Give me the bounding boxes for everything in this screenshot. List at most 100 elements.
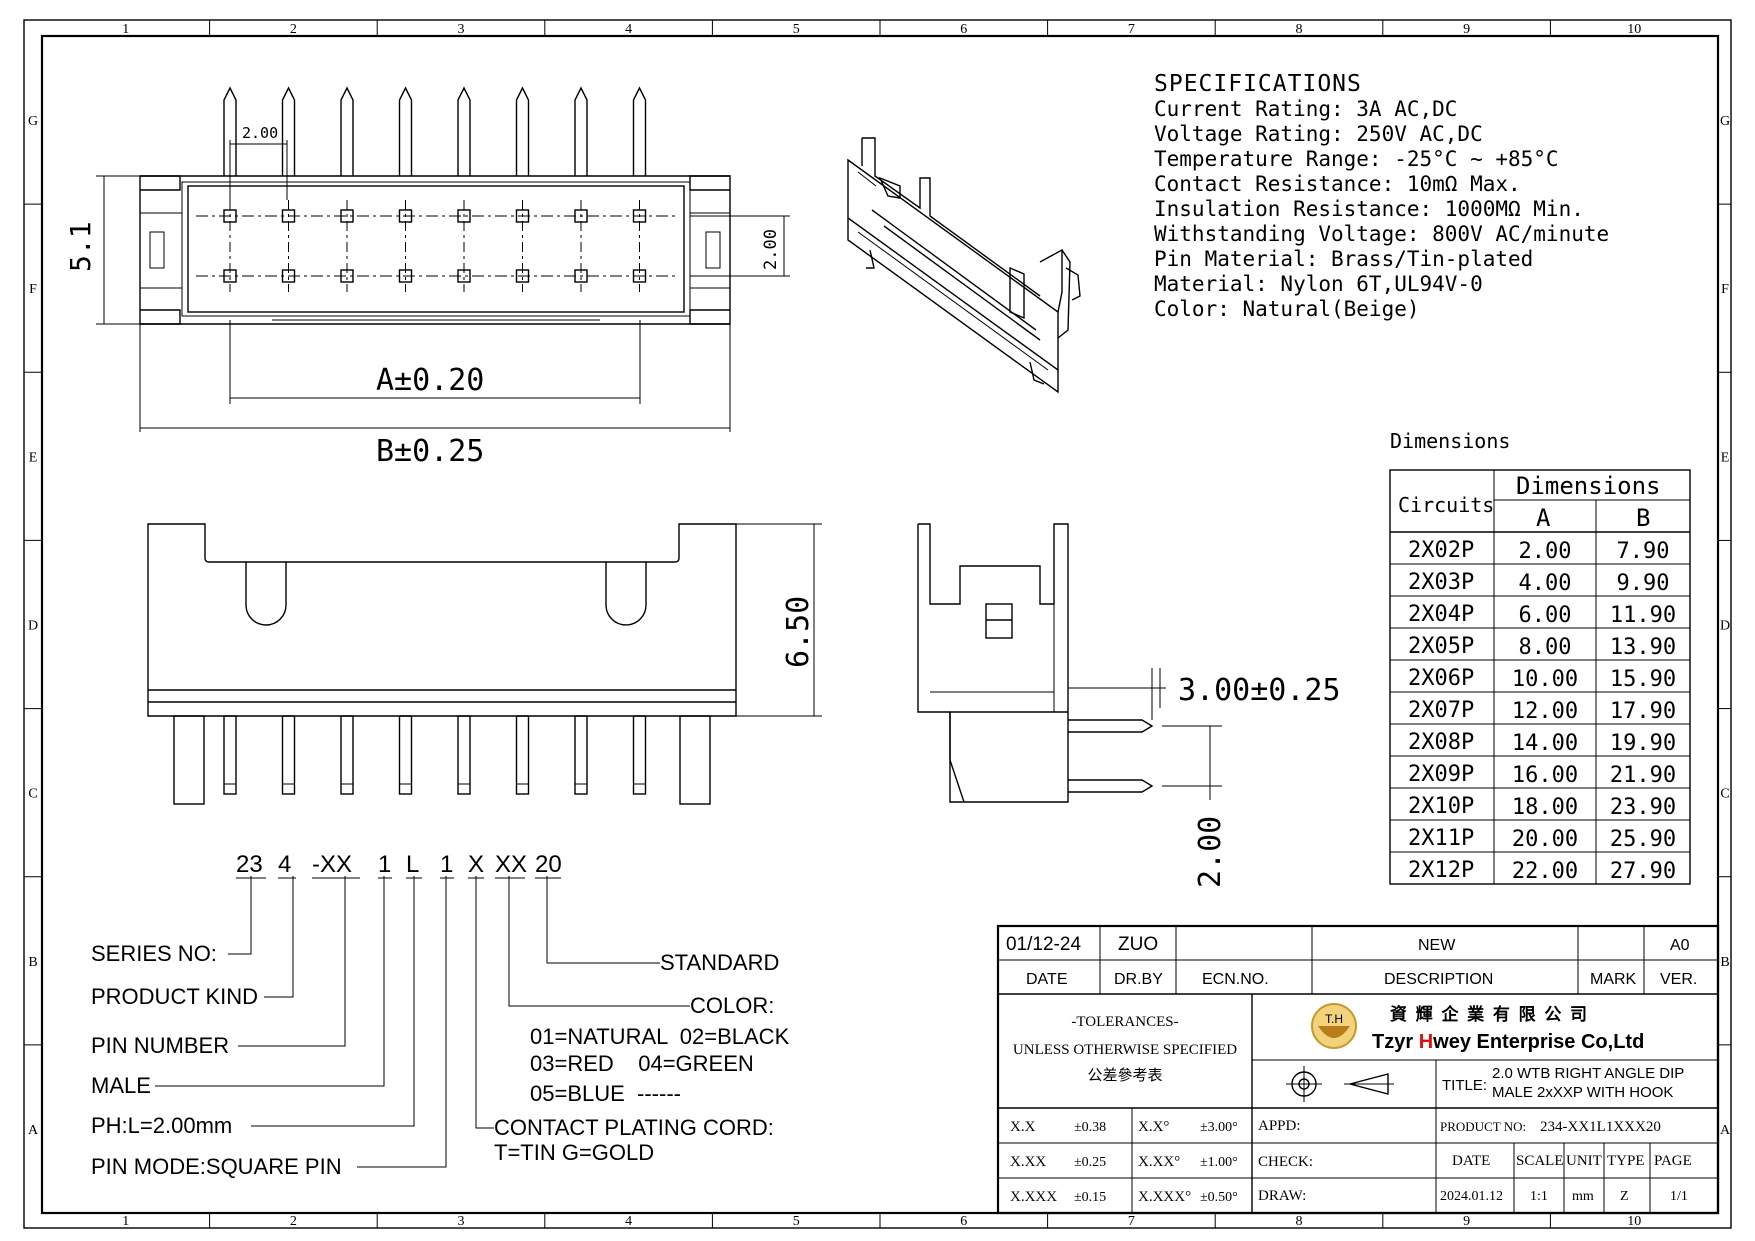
label-color: COLOR:	[690, 993, 774, 1018]
tol-angle-value: ±3.00°	[1200, 1120, 1238, 1135]
h-type: TYPE	[1607, 1153, 1645, 1169]
color-options-2: 03=RED 04=GREEN	[530, 1051, 754, 1076]
zone-row-l: C	[28, 787, 37, 802]
pin-top	[398, 86, 413, 176]
code-segment: 20	[535, 851, 562, 878]
zone-row-l: A	[28, 1123, 39, 1138]
rev-desc: NEW	[1418, 937, 1456, 954]
dim-row-a: 6.00	[1519, 603, 1572, 628]
dim-b-label: B±0.25	[376, 434, 484, 469]
h-date: DATE	[1452, 1153, 1490, 1169]
spec-heading: SPECIFICATIONS	[1154, 71, 1362, 97]
label-male: MALE	[91, 1073, 151, 1098]
tol-value: ±0.15	[1074, 1190, 1106, 1205]
check-label: CHECK:	[1258, 1154, 1313, 1170]
dim-row-circuits: 2X04P	[1408, 602, 1474, 627]
tol-unless: UNLESS OTHERWISE SPECIFIED	[1013, 1042, 1237, 1058]
zone-col-bot: 2	[290, 1214, 297, 1229]
zone-col-top: 9	[1463, 22, 1470, 37]
label-plating: CONTACT PLATING CORD:	[494, 1115, 774, 1140]
company-name-en: Tzyr Hwey Enterprise Co,Ltd	[1372, 1031, 1644, 1053]
pin-front	[457, 715, 471, 795]
dim-row-b: 23.90	[1610, 795, 1676, 820]
spec-line: Color: Natural(Beige)	[1154, 297, 1420, 321]
color-options-1: 01=NATURAL 02=BLACK	[530, 1024, 790, 1049]
v-page: 1/1	[1670, 1189, 1688, 1204]
pin-square	[281, 209, 296, 223]
appd-label: APPD:	[1258, 1118, 1301, 1134]
pin-square	[457, 269, 471, 283]
zone-row-r: C	[1720, 787, 1729, 802]
tol-angle-value: ±1.00°	[1200, 1155, 1238, 1170]
pin-square	[398, 209, 413, 223]
dim-row-b: 27.90	[1610, 859, 1676, 884]
pin-front	[398, 715, 413, 795]
tol-angle-format: X.XXX°	[1138, 1189, 1191, 1205]
plating-options: T=TIN G=GOLD	[494, 1140, 654, 1165]
specifications-block: SPECIFICATIONS Current Rating: 3A AC,DCV…	[1154, 71, 1609, 321]
tol-angle-format: X.X°	[1138, 1119, 1169, 1135]
pin-front	[632, 715, 647, 795]
zone-col-bot: 10	[1627, 1214, 1641, 1229]
zone-col-bot: 4	[625, 1214, 632, 1229]
code-segment: -XX	[312, 851, 352, 878]
dim-row-b: 21.90	[1610, 763, 1676, 788]
zone-col-top: 7	[1128, 22, 1135, 37]
pin-square	[632, 209, 647, 223]
zone-col-bot: 6	[960, 1214, 967, 1229]
product-no: 234-XX1L1XXX20	[1540, 1119, 1661, 1135]
h-unit: UNIT	[1566, 1153, 1602, 1169]
zone-row-r: G	[1720, 114, 1730, 129]
code-segment: 23	[236, 851, 263, 878]
spec-line: Material: Nylon 6T,UL94V-0	[1154, 272, 1483, 296]
side-offset-label: 3.00±0.25	[1178, 673, 1341, 708]
zone-col-bot: 9	[1463, 1214, 1470, 1229]
zone-row-r: A	[1720, 1123, 1731, 1138]
col-dimensions: Dimensions	[1516, 472, 1661, 500]
dim-row-b: 9.90	[1617, 571, 1670, 596]
zone-col-bot: 7	[1128, 1214, 1135, 1229]
dim-row-circuits: 2X11P	[1408, 826, 1474, 851]
zone-col-bot: 1	[122, 1214, 129, 1229]
zone-col-top: 6	[960, 22, 967, 37]
zone-col-top: 1	[122, 22, 129, 37]
code-segment: 1	[440, 851, 453, 878]
zone-row-l: E	[29, 450, 38, 465]
code-segment: XX	[495, 851, 527, 878]
pin-square	[281, 269, 296, 283]
pin-top	[515, 86, 530, 176]
zone-row-r: D	[1720, 619, 1730, 634]
color-options-3: 05=BLUE ------	[530, 1081, 681, 1106]
spec-line: Pin Material: Brass/Tin-plated	[1154, 247, 1533, 271]
outer-frame	[23, 19, 1732, 1229]
v-unit: mm	[1572, 1189, 1594, 1204]
zone-row-r: B	[1720, 955, 1729, 970]
top-view: 2.00 2.00 5.1 A±0.20 B±0.25	[64, 86, 790, 469]
side-pitch-label: 2.00	[1193, 816, 1228, 888]
tol-angle-value: ±0.50°	[1200, 1190, 1238, 1205]
hdr-desc: DESCRIPTION	[1384, 971, 1493, 988]
hdr-mark: MARK	[1590, 971, 1637, 988]
dim-row-b: 11.90	[1610, 603, 1676, 628]
col-a: A	[1536, 504, 1551, 532]
v-type: Z	[1620, 1189, 1629, 1204]
pin-front	[223, 715, 237, 795]
zone-row-l: F	[29, 282, 37, 297]
rev-ver: A0	[1670, 937, 1690, 954]
label-standard: STANDARD	[660, 950, 779, 975]
zone-col-top: 5	[793, 22, 800, 37]
dim-a-label: A±0.20	[376, 363, 484, 398]
zone-col-bot: 8	[1296, 1214, 1303, 1229]
col-circuits: Circuits	[1398, 493, 1494, 517]
dim-row-b: 7.90	[1617, 539, 1670, 564]
title-block: 01/12-24 ZUO NEW A0 DATE DR.BY ECN.NO. D…	[996, 924, 1720, 1215]
dim-row-a: 12.00	[1512, 699, 1578, 724]
dim-row-a: 8.00	[1519, 635, 1572, 660]
tol-value: ±0.38	[1074, 1120, 1106, 1135]
pin-square	[223, 209, 237, 223]
zone-col-bot: 5	[793, 1214, 800, 1229]
hdr-drby: DR.BY	[1114, 971, 1163, 988]
spec-line: Current Rating: 3A AC,DC	[1154, 97, 1457, 121]
